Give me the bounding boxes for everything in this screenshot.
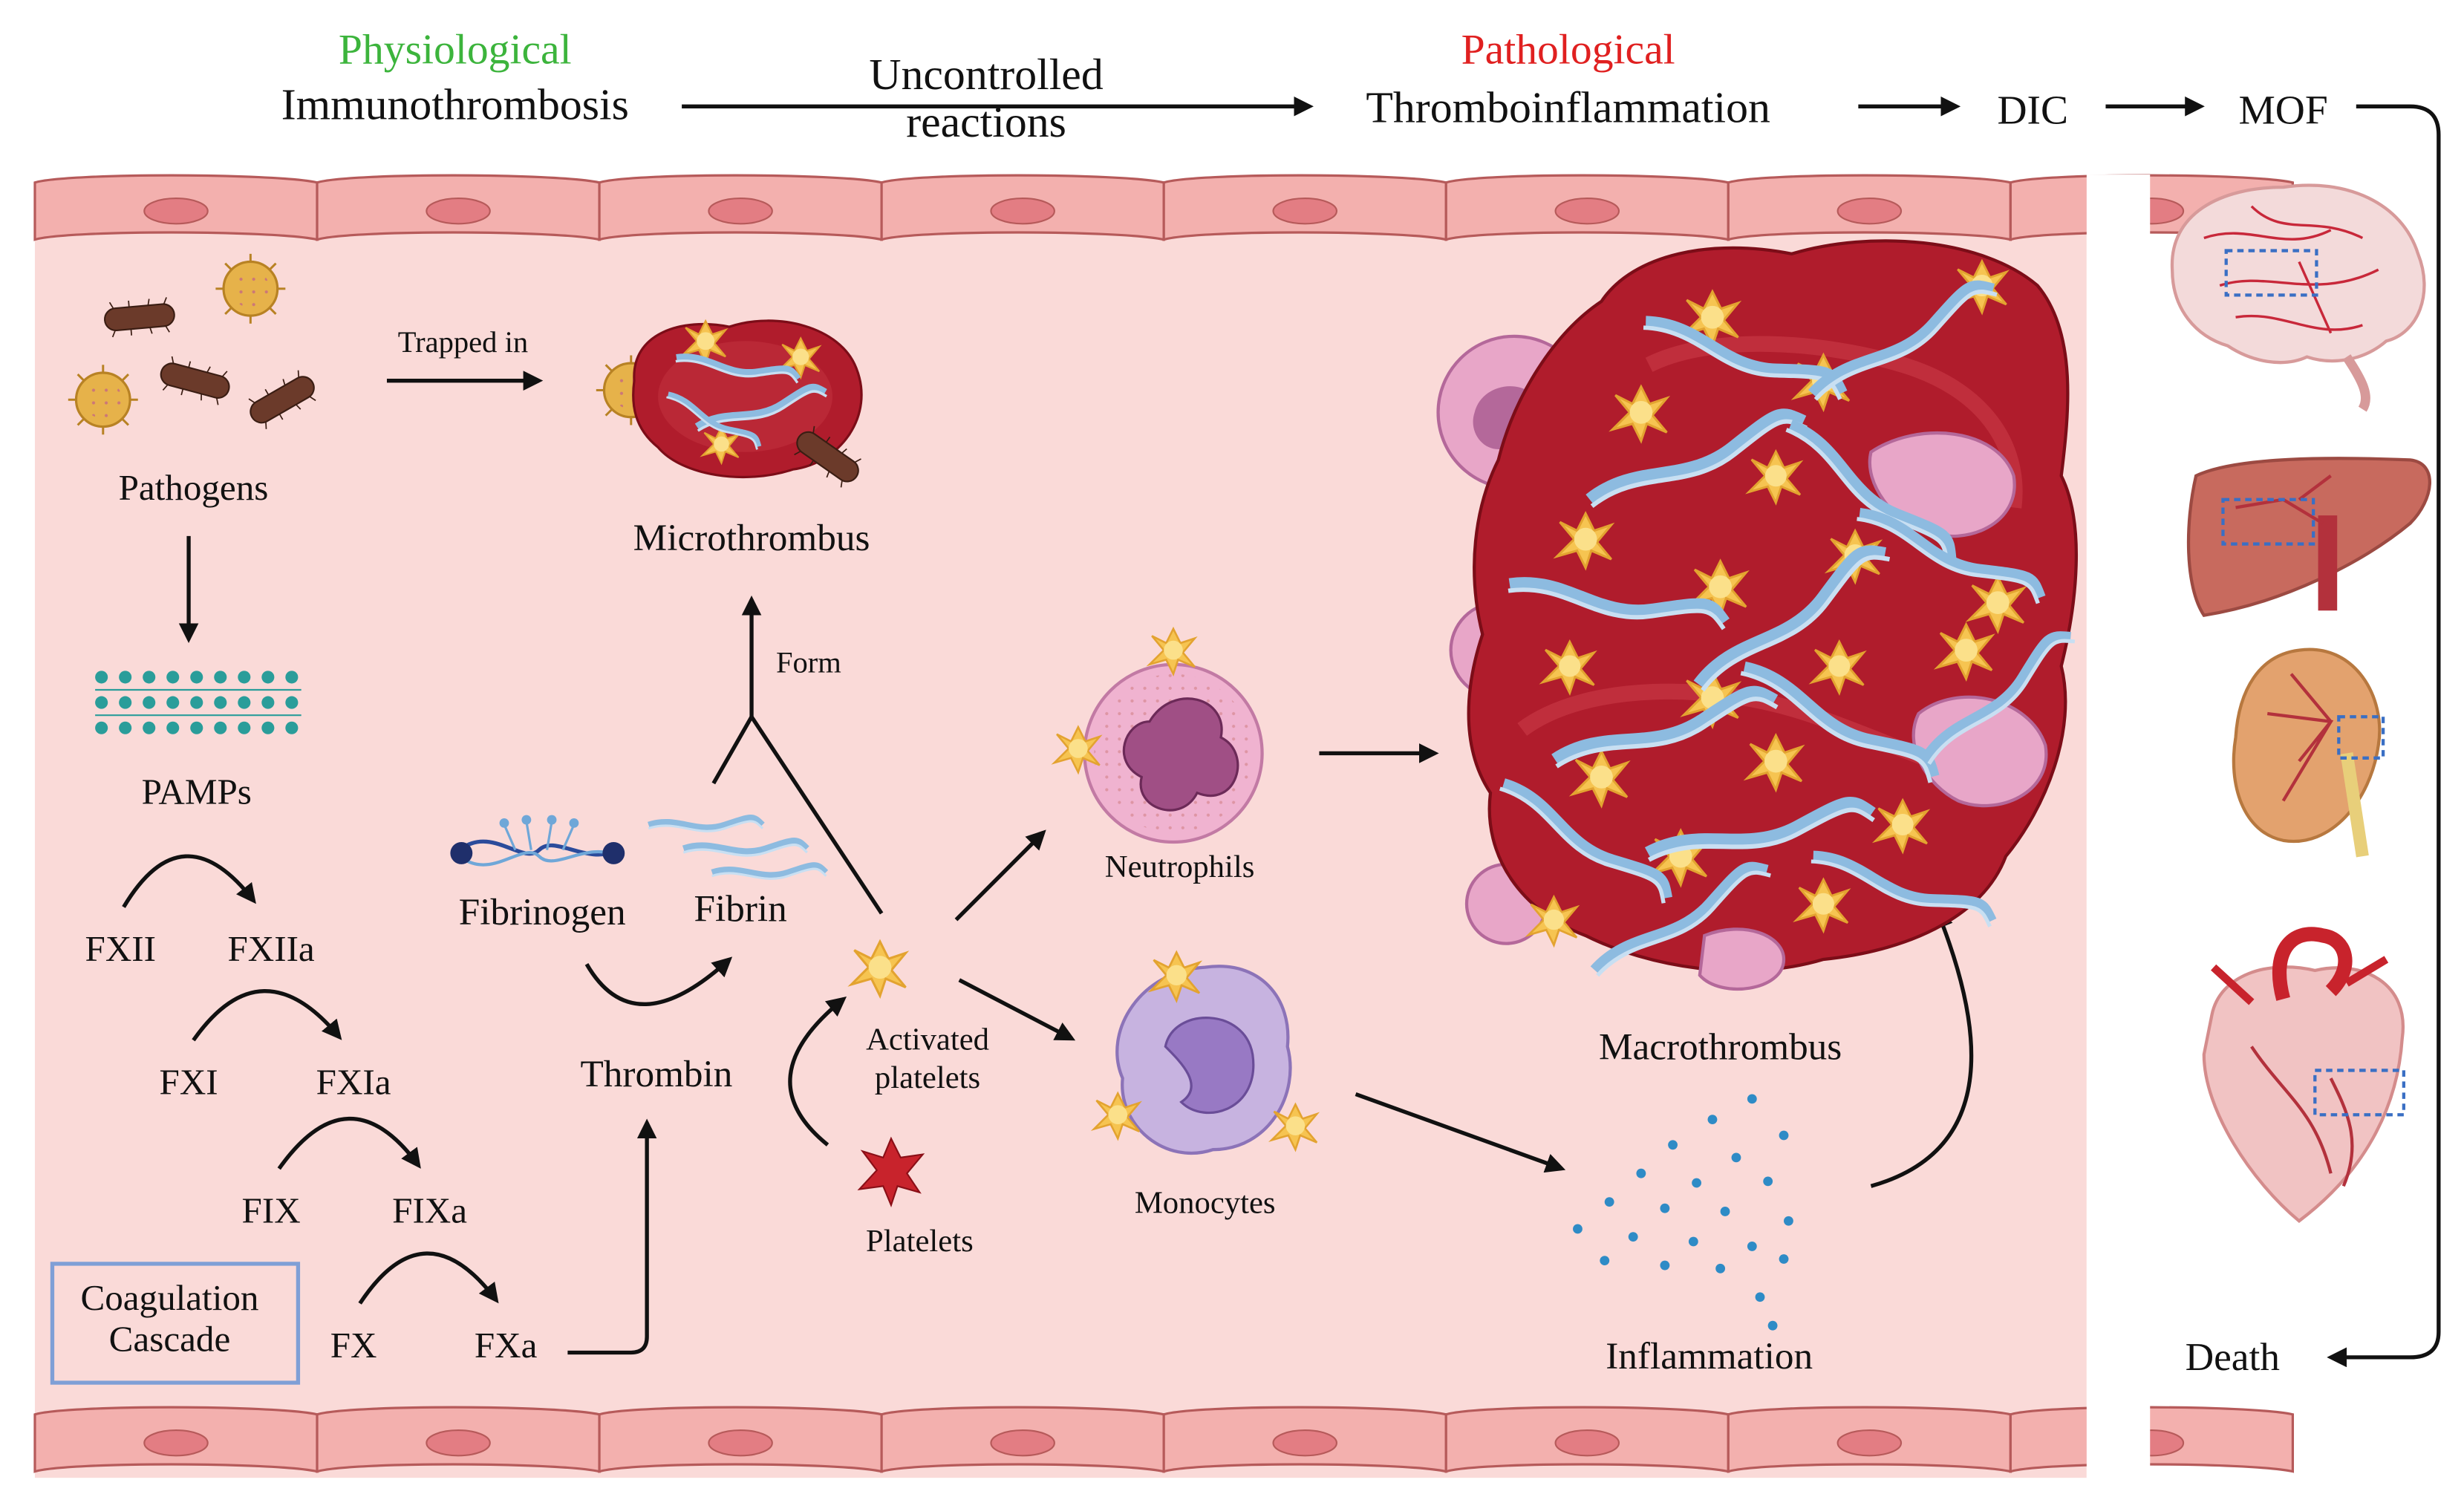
pamps-label: PAMPs [142,772,252,812]
platelets-activated-label: platelets [875,1060,980,1095]
neutrophil-icon [1053,627,1264,844]
platelet-icon [857,1136,925,1207]
physiological-label: Physiological [339,27,572,74]
trapped-in-label: Trapped in [398,325,528,359]
arrow-fxa-to-thrombin [567,1118,657,1355]
fibrinogen-label: Fibrinogen [459,891,626,933]
neutrophils-label: Neutrophils [1105,849,1255,884]
endothelium-top [33,174,2295,241]
monocyte-icon [1092,950,1318,1155]
macrothrombus-icon [1436,239,2078,991]
mof-label: MOF [2238,88,2327,134]
cascade-fxiia: FXIIa [227,928,314,969]
pamps-icon [95,671,302,734]
microthrombus-icon [595,319,867,492]
cascade-fxii: FXII [85,928,156,969]
arrow-mof-to-death [2327,104,2441,1368]
arrow-inflammation-to-macrothrombus [1870,907,1974,1188]
monocytes-label: Monocytes [1135,1186,1276,1221]
coagulation-cascade-box [50,1262,301,1385]
liver-icon [2186,457,2431,617]
thrombin-label: Thrombin [580,1053,732,1095]
heart-icon [2202,927,2405,1223]
cascade-label: Cascade [109,1318,231,1359]
activated-label: Activated [866,1023,989,1057]
coagulation-cascade: FXII FXIIa FXI FXIa FIX FIXa FX FXa Coag… [50,854,538,1385]
thromboinflammation-label: Thromboinflammation [1366,83,1770,132]
form-label: Form [776,646,841,679]
pathogens-group: Pathogens [67,252,322,508]
brain-icon [2170,183,2426,412]
arrow-platelets-to-activated [788,996,847,1147]
cascade-fxa: FXa [475,1325,538,1366]
arrow-activated-to-neutrophils [954,829,1046,922]
virus-icon [214,252,287,325]
macrothrombus-label: Macrothrombus [1599,1025,1842,1068]
pathological-label: Pathological [1461,27,1675,74]
kidney-icon [2232,648,2385,858]
arrow-monocytes-to-inflammation [1355,1092,1566,1173]
death-label: Death [2186,1334,2280,1379]
inflammation-dots [1573,1094,1793,1331]
immunothrombosis-label: Immunothrombosis [281,79,629,128]
fibrinogen-icon [450,815,625,867]
endothelium-bottom [33,1406,2295,1473]
microthrombus-label: Microthrombus [633,517,870,559]
arrow-fibrinogen-to-fibrin [584,956,733,1006]
arrow-activated-to-monocytes [958,978,1076,1041]
cascade-fix: FIX [242,1190,301,1230]
platelets-label: Platelets [866,1224,974,1259]
pathogens-label: Pathogens [119,467,269,508]
virus-icon [67,363,140,436]
uncontrolled-label: Uncontrolled [869,50,1103,99]
dic-label: DIC [1997,88,2068,134]
cascade-fx: FX [330,1325,377,1366]
cascade-fxia: FXIa [316,1061,391,1102]
coagulation-label: Coagulation [80,1277,258,1318]
cascade-fixa: FIXa [392,1190,467,1230]
reactions-label: reactions [906,97,1066,146]
cascade-fxi: FXI [160,1061,218,1102]
inflammation-label: Inflammation [1606,1335,1813,1377]
fibrin-label: Fibrin [694,888,786,930]
header: Physiological Immunothrombosis Uncontrol… [281,27,2441,1379]
